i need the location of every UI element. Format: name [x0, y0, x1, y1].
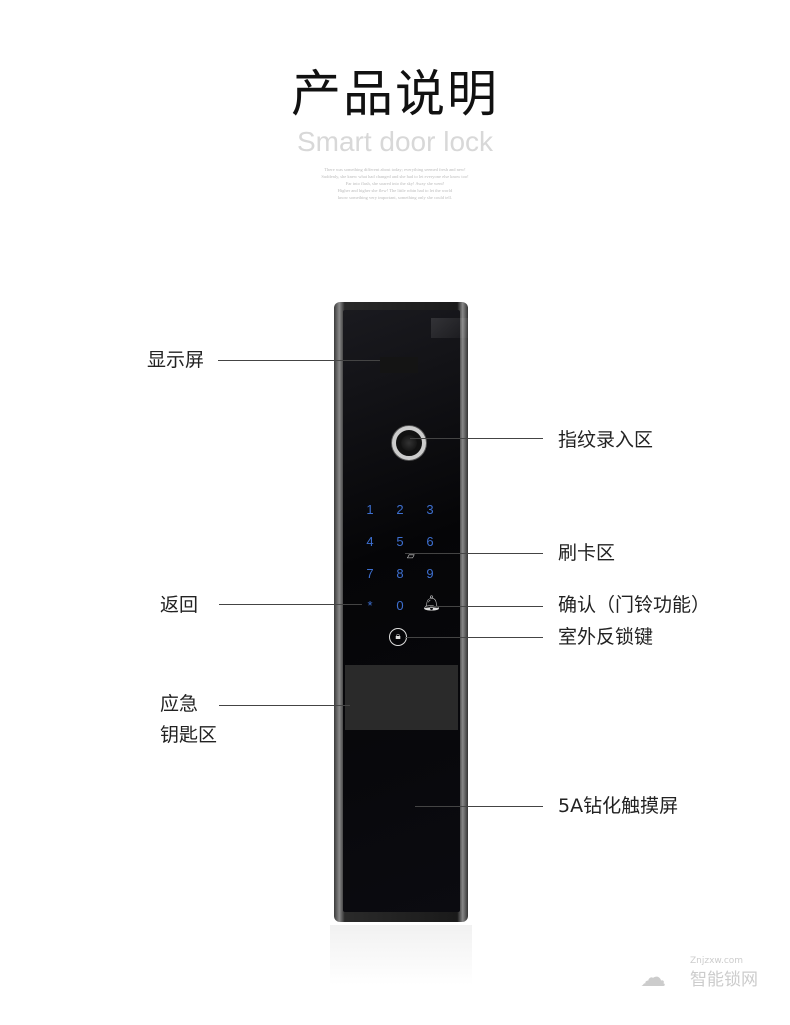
- key-6: 6: [426, 534, 434, 549]
- callout-line: [219, 705, 350, 706]
- callout-line: [430, 606, 543, 607]
- label-confirm: 确认（门铃功能）: [558, 594, 711, 616]
- cloud-icon: ☁: [640, 963, 666, 993]
- blurb-line: know something very important, something…: [338, 195, 452, 200]
- emergency-key-area: [345, 665, 458, 730]
- fingerprint-sensor-icon: [392, 426, 426, 460]
- watermark-name: 智能锁网: [690, 970, 758, 990]
- bell-icon: 🔔︎: [422, 594, 442, 612]
- label-fingerprint: 指纹录入区: [558, 429, 654, 451]
- key-2: 2: [396, 502, 404, 517]
- watermark: ☁ Znjzxw.com 智能锁网: [640, 956, 780, 1000]
- label-back: 返回: [160, 594, 199, 616]
- key-7: 7: [366, 566, 374, 581]
- label-lock-key: 室外反锁键: [558, 626, 654, 648]
- blurb-line: Higher and higher she flew! The little r…: [337, 188, 453, 193]
- blurb-text: There was something different about toda…: [0, 166, 790, 201]
- label-screen: 5A钻化触摸屏: [558, 795, 679, 817]
- key-1: 1: [366, 502, 374, 517]
- door-lock-image: 1 2 3 4 5 6 7 8 9 * 0 ▱ 🔔︎ 🔒︎: [334, 302, 481, 922]
- label-display: 显示屏: [147, 349, 205, 371]
- label-emergency-2: 钥匙区: [160, 724, 218, 746]
- label-emergency-1: 应急: [160, 693, 199, 715]
- key-8: 8: [396, 566, 404, 581]
- blurb-line: Suddenly, she knew what had changed and …: [321, 174, 469, 179]
- key-0: 0: [396, 598, 404, 613]
- card-icon: ▱: [407, 551, 415, 562]
- glass-reflection: [431, 318, 481, 338]
- display-screen: [380, 357, 418, 373]
- callout-line: [218, 360, 380, 361]
- callout-line: [405, 553, 543, 554]
- callout-line: [415, 806, 543, 807]
- watermark-domain: Znjzxw.com: [690, 956, 744, 966]
- callout-line: [219, 604, 362, 605]
- page-subtitle: Smart door lock: [296, 126, 494, 157]
- page-title: 产品说明: [291, 65, 499, 123]
- lock-reflection: [330, 925, 472, 985]
- touch-glass: 1 2 3 4 5 6 7 8 9 * 0 ▱ 🔔︎ 🔒︎: [343, 310, 481, 912]
- key-3: 3: [426, 502, 434, 517]
- key-9: 9: [426, 566, 434, 581]
- key-5: 5: [396, 534, 404, 549]
- key-star: *: [367, 598, 373, 613]
- label-card: 刷卡区: [558, 542, 616, 564]
- blurb-line: There was something different about toda…: [324, 167, 466, 172]
- callout-line: [405, 637, 543, 638]
- blurb-line: Far into flash, she soared into the sky!…: [345, 181, 445, 186]
- callout-line: [410, 438, 543, 439]
- key-4: 4: [366, 534, 374, 549]
